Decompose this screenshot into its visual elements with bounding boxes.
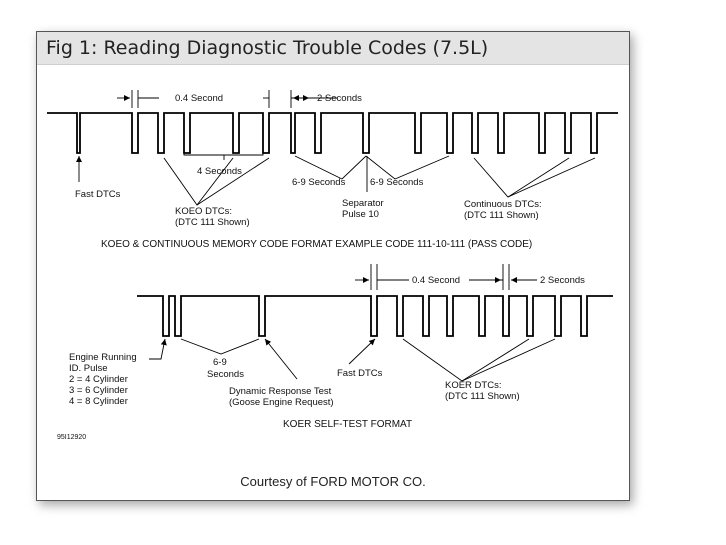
sep-6-9-a: 6-9 Seconds [292, 177, 346, 188]
koer-dtcs-line1: KOER DTCs: [445, 380, 501, 391]
engine-running-line2: ID. Pulse [69, 363, 108, 374]
engine-running-line1: Engine Running [69, 352, 137, 363]
koeo-dtcs-line1: KOEO DTCs: [175, 206, 232, 217]
engine-running-line3: 2 = 4 Cylinder [69, 374, 128, 385]
engine-running-line4: 3 = 6 Cylinder [69, 385, 128, 396]
bottom-6-9-line2: Seconds [207, 369, 244, 380]
sep-6-9-b: 6-9 Seconds [370, 177, 424, 188]
top-waveform [47, 112, 618, 154]
bottom-caption: KOER SELF-TEST FORMAT [283, 419, 412, 430]
bottom-6-9-line1: 6-9 [213, 357, 227, 368]
continuous-dtcs-line1: Continuous DTCs: [464, 199, 542, 210]
top-dim-2-label: 2 Seconds [317, 93, 362, 104]
separator-line1: Separator [342, 198, 384, 209]
koeo-dtcs-line2: (DTC 111 Shown) [175, 217, 250, 228]
timing-diagram: 0.4 Second 2 Seconds 4 Seconds Fast DTCs… [47, 90, 618, 441]
bottom-waveform [137, 295, 613, 337]
figure-frame: Fig 1: Reading Diagnostic Trouble Codes … [36, 31, 630, 501]
continuous-dtcs-line2: (DTC 111 Shown) [464, 210, 539, 221]
koer-dtcs-line2: (DTC 111 Shown) [445, 391, 520, 402]
courtesy-credit: Courtesy of FORD MOTOR CO. [240, 474, 426, 489]
engine-running-line5: 4 = 8 Cylinder [69, 396, 128, 407]
top-dimension-marks [117, 90, 337, 160]
bottom-leader-lines [149, 338, 556, 382]
top-dim-04-label: 0.4 Second [175, 93, 223, 104]
bottom-dim-2-label: 2 Seconds [540, 275, 585, 286]
title-bar: Fig 1: Reading Diagnostic Trouble Codes … [37, 32, 629, 65]
separator-line2: Pulse 10 [342, 209, 379, 220]
bottom-dimension-marks [355, 264, 537, 290]
top-leader-lines [76, 155, 596, 206]
figure-code: 95I12920 [57, 434, 86, 441]
dynamic-response-line1: Dynamic Response Test [229, 386, 332, 397]
dynamic-response-line2: (Goose Engine Request) [229, 397, 334, 408]
bottom-fast-dtcs: Fast DTCs [337, 368, 383, 379]
top-fast-dtcs: Fast DTCs [75, 189, 121, 200]
bottom-dim-04-label: 0.4 Second [412, 275, 460, 286]
top-caption: KOEO & CONTINUOUS MEMORY CODE FORMAT EXA… [101, 239, 532, 250]
top-dim-4-label: 4 Seconds [197, 166, 242, 177]
figure-title: Fig 1: Reading Diagnostic Trouble Codes … [46, 37, 489, 59]
